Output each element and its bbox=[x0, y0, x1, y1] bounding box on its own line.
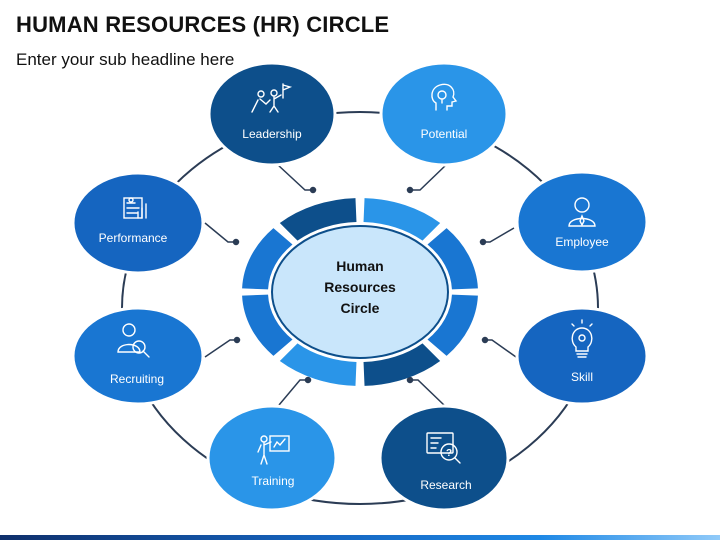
hub-segment bbox=[427, 228, 478, 290]
node-potential: Potential bbox=[379, 61, 509, 167]
node-leadership: Leadership bbox=[207, 61, 337, 167]
connector-training bbox=[278, 379, 308, 406]
hub-segment bbox=[427, 294, 478, 356]
research-icon: ? bbox=[426, 432, 461, 464]
node-circle bbox=[379, 61, 509, 167]
connector-employee bbox=[483, 227, 515, 243]
node-label: Training bbox=[252, 474, 295, 488]
center-label-line-3: Circle bbox=[341, 300, 380, 316]
connector-potential bbox=[410, 164, 447, 191]
employee-icon bbox=[568, 197, 596, 227]
connector-research bbox=[410, 379, 445, 406]
bulb-icon bbox=[571, 319, 593, 358]
connector-recruiting bbox=[204, 339, 237, 358]
hub-segment bbox=[363, 343, 441, 386]
idea-head-icon bbox=[431, 83, 458, 111]
node-label: Performance bbox=[99, 231, 168, 245]
recruiting-icon bbox=[117, 323, 150, 358]
node-circle bbox=[71, 306, 205, 406]
node-performance: Performance bbox=[71, 171, 205, 275]
node-training: Training bbox=[206, 404, 338, 512]
page-subtitle: Enter your sub headline here bbox=[16, 50, 235, 69]
node-label: Research bbox=[420, 478, 471, 492]
connector-performance bbox=[204, 222, 236, 243]
node-label: Employee bbox=[555, 235, 609, 249]
node-label: Recruiting bbox=[110, 372, 164, 386]
node-circle bbox=[207, 61, 337, 167]
node-circle bbox=[515, 306, 649, 406]
center-label-line-2: Resources bbox=[324, 279, 396, 295]
node-label: Potential bbox=[421, 127, 468, 141]
hub-segment bbox=[279, 343, 357, 386]
hub-segment bbox=[242, 228, 293, 290]
hub-segment bbox=[363, 198, 441, 241]
node-employee: Employee bbox=[515, 170, 649, 274]
node-circle bbox=[206, 404, 338, 512]
node-skill: Skill bbox=[515, 306, 649, 406]
footer-bar bbox=[0, 535, 720, 540]
hub-segment bbox=[279, 198, 357, 241]
connectors bbox=[204, 164, 517, 406]
node-label: Skill bbox=[571, 370, 593, 384]
hub-segment bbox=[242, 294, 293, 356]
node-recruiting: Recruiting bbox=[71, 306, 205, 406]
leadership-icon bbox=[251, 83, 293, 113]
svg-text:?: ? bbox=[446, 448, 452, 459]
connector-skill bbox=[485, 339, 517, 358]
node-circle bbox=[515, 170, 649, 274]
training-icon bbox=[257, 435, 290, 465]
center-label-line-1: Human bbox=[336, 258, 383, 274]
page-title: HUMAN RESOURCES (HR) CIRCLE bbox=[16, 12, 390, 37]
node-label: Leadership bbox=[242, 127, 302, 141]
hub-segment-ring bbox=[242, 198, 478, 386]
performance-icon bbox=[123, 197, 147, 219]
center-ellipse bbox=[271, 225, 449, 359]
node-research: ? Research bbox=[378, 404, 510, 512]
node-circle bbox=[71, 171, 205, 275]
connector-leadership bbox=[277, 164, 313, 191]
